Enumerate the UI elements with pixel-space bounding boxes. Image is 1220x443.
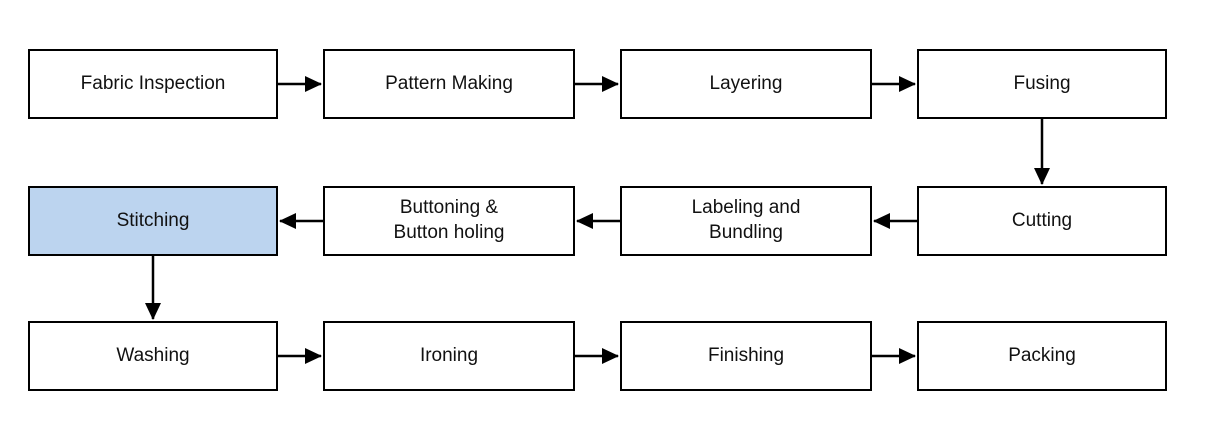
node-layering: Layering [620, 49, 872, 119]
node-washing: Washing [28, 321, 278, 391]
node-cutting: Cutting [917, 186, 1167, 256]
node-ironing: Ironing [323, 321, 575, 391]
node-stitching: Stitching [28, 186, 278, 256]
node-finishing: Finishing [620, 321, 872, 391]
node-pattern-making: Pattern Making [323, 49, 575, 119]
node-fabric-inspection: Fabric Inspection [28, 49, 278, 119]
node-packing: Packing [917, 321, 1167, 391]
node-fusing: Fusing [917, 49, 1167, 119]
node-labeling-and-bundling: Labeling and Bundling [620, 186, 872, 256]
node-buttoning-button-holing: Buttoning & Button holing [323, 186, 575, 256]
